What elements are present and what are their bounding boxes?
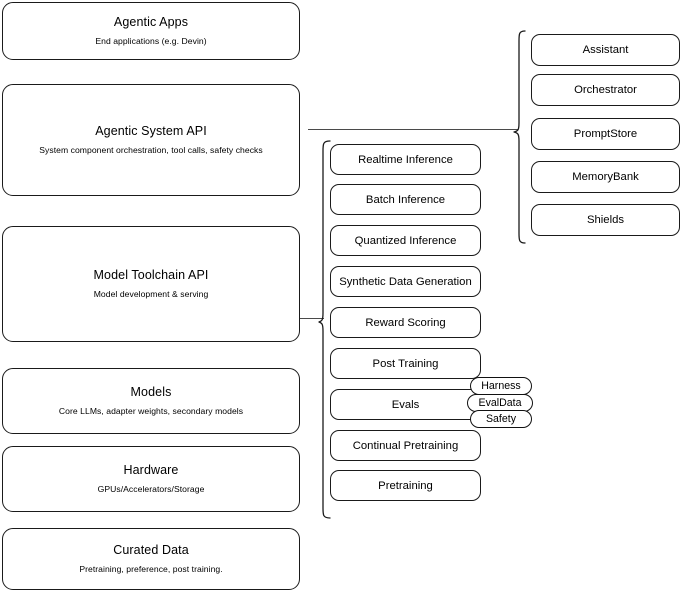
layer-box-hardware[interactable]: Hardware GPUs/Accelerators/Storage	[2, 446, 300, 512]
toolchain-component-batch-inference[interactable]: Batch Inference	[330, 184, 481, 215]
toolchain-component-synthetic-data-generation[interactable]: Synthetic Data Generation	[330, 266, 481, 297]
system-component-promptstore[interactable]: PromptStore	[531, 118, 680, 150]
eval-tag-label: EvalData	[478, 397, 522, 409]
toolchain-component-quantized-inference[interactable]: Quantized Inference	[330, 225, 481, 256]
layer-subtitle: GPUs/Accelerators/Storage	[97, 483, 205, 494]
component-label: MemoryBank	[572, 171, 639, 183]
system-components-brace	[513, 30, 526, 244]
component-label: Shields	[586, 214, 625, 226]
component-label: Post Training	[372, 357, 439, 370]
component-label: Continual Pretraining	[352, 439, 459, 452]
layer-title: Curated Data	[113, 543, 189, 558]
component-label: Realtime Inference	[358, 153, 453, 166]
layer-subtitle: Core LLMs, adapter weights, secondary mo…	[58, 405, 244, 416]
layer-title: Model Toolchain API	[93, 268, 209, 283]
layer-subtitle: End applications (e.g. Devin)	[95, 35, 207, 46]
layer-subtitle: Model development & serving	[93, 288, 209, 299]
eval-tag-evaldata[interactable]: EvalData	[467, 394, 533, 412]
toolchain-component-continual-pretraining[interactable]: Continual Pretraining	[330, 430, 481, 461]
layer-box-agentic-system-api[interactable]: Agentic System API System component orch…	[2, 84, 300, 196]
toolchain-components-brace	[318, 140, 331, 519]
toolchain-component-reward-scoring[interactable]: Reward Scoring	[330, 307, 481, 338]
toolchain-component-evals[interactable]: Evals	[330, 389, 481, 420]
component-label: Evals	[391, 398, 420, 411]
component-label: Assistant	[582, 44, 629, 56]
eval-tag-safety[interactable]: Safety	[470, 410, 532, 428]
component-label: Pretraining	[378, 479, 433, 492]
component-label: Reward Scoring	[365, 316, 446, 329]
system-component-shields[interactable]: Shields	[531, 204, 680, 236]
component-label: Synthetic Data Generation	[339, 275, 472, 288]
layer-title: Agentic Apps	[113, 15, 189, 30]
component-label: PromptStore	[573, 128, 638, 140]
connector-toolchain-api-to-components	[300, 318, 324, 320]
layer-box-model-toolchain-api[interactable]: Model Toolchain API Model development & …	[2, 226, 300, 342]
eval-tag-label: Harness	[481, 380, 521, 392]
toolchain-component-post-training[interactable]: Post Training	[330, 348, 481, 379]
eval-tag-harness[interactable]: Harness	[470, 377, 532, 395]
layer-box-models[interactable]: Models Core LLMs, adapter weights, secon…	[2, 368, 300, 434]
connector-system-api-to-components	[308, 129, 518, 131]
system-component-orchestrator[interactable]: Orchestrator	[531, 74, 680, 106]
layer-box-agentic-apps[interactable]: Agentic Apps End applications (e.g. Devi…	[2, 2, 300, 60]
layer-title: Hardware	[123, 463, 179, 478]
toolchain-component-pretraining[interactable]: Pretraining	[330, 470, 481, 501]
component-label: Quantized Inference	[354, 234, 457, 247]
component-label: Batch Inference	[365, 193, 446, 206]
eval-tag-label: Safety	[485, 413, 517, 425]
layer-title: Agentic System API	[95, 124, 207, 139]
component-label: Orchestrator	[574, 84, 637, 96]
system-component-memorybank[interactable]: MemoryBank	[531, 161, 680, 193]
layer-title: Models	[130, 385, 172, 400]
layer-subtitle: Pretraining, preference, post training.	[79, 563, 223, 574]
toolchain-component-realtime-inference[interactable]: Realtime Inference	[330, 144, 481, 175]
layer-box-curated-data[interactable]: Curated Data Pretraining, preference, po…	[2, 528, 300, 590]
system-component-assistant[interactable]: Assistant	[531, 34, 680, 66]
layer-subtitle: System component orchestration, tool cal…	[39, 144, 263, 155]
